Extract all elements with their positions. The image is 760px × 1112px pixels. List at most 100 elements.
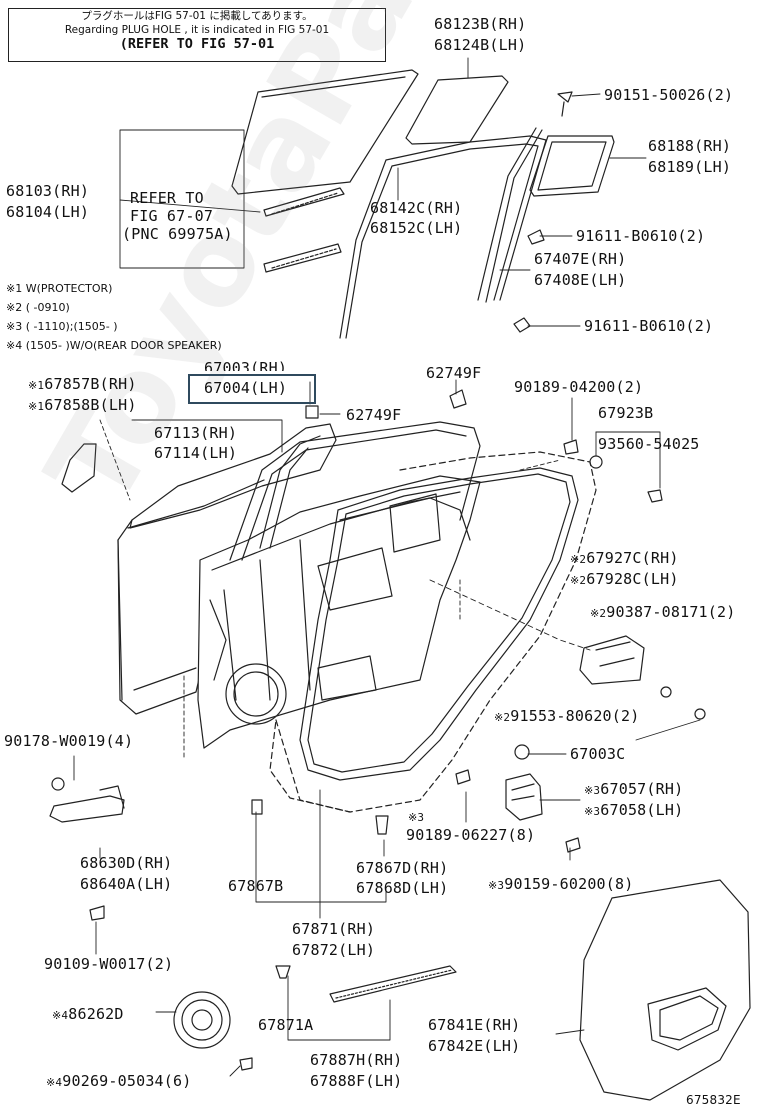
part-label-90387[interactable]: ※290387-08171(2) — [590, 604, 735, 622]
part-label-90178[interactable]: 90178-W0019(4) — [4, 732, 134, 750]
part-label-68152c[interactable]: 68152C(LH) — [370, 219, 463, 237]
part-label-62749f[interactable]: 62749F — [346, 406, 402, 424]
leader-lines-lower — [73, 379, 701, 1077]
part-label-68123b[interactable]: 68123B(RH) — [434, 15, 527, 33]
mark-note-2: ※2 — [570, 553, 587, 566]
reference-fig-link[interactable]: (REFER TO FIG 57-01 — [119, 36, 275, 52]
reference-box: プラグホールはFIG 57-01 に掲載してあります。 Regarding PL… — [8, 8, 386, 62]
part-label-90159[interactable]: ※390159-60200(8) — [488, 876, 633, 894]
part-label-68640a[interactable]: 68640A(LH) — [80, 875, 173, 893]
door-weatherstrip — [299, 467, 579, 781]
part-number: 90269-05034(6) — [62, 1072, 192, 1090]
part-label-67928c[interactable]: ※267928C(LH) — [570, 571, 679, 589]
door-frame — [229, 421, 481, 561]
refer-note-line2[interactable]: FIG 67-07 — [130, 207, 214, 225]
door-hinge — [49, 777, 125, 823]
part-label-90109[interactable]: 90109-W0017(2) — [44, 955, 174, 973]
door-glass — [231, 69, 419, 195]
refer-note-line1: REFER TO — [130, 189, 204, 207]
part-label-67841e[interactable]: 67841E(RH) — [428, 1016, 521, 1034]
part-label-67868d[interactable]: 67868D(LH) — [356, 879, 449, 897]
protector-piece — [61, 443, 97, 493]
part-label-67058[interactable]: ※367058(LH) — [584, 802, 683, 820]
part-label-67057[interactable]: ※367057(RH) — [584, 781, 683, 799]
part-label-67003c[interactable]: 67003C — [570, 745, 626, 763]
footnote-4: ※4 (1505- )W/O(REAR DOOR SPEAKER) — [6, 339, 222, 352]
part-label-67857b[interactable]: ※167857B(RH) — [28, 376, 137, 394]
part-number: 67927C(RH) — [586, 549, 679, 567]
part-label-67872[interactable]: 67872(LH) — [292, 941, 376, 959]
part-number: 67858B(LH) — [44, 396, 137, 414]
part-label-68189[interactable]: 68189(LH) — [648, 158, 732, 176]
part-label-67887h[interactable]: 67887H(RH) — [310, 1051, 403, 1069]
part-label-68188[interactable]: 68188(RH) — [648, 137, 732, 155]
part-label-86262d[interactable]: ※486262D — [52, 1006, 124, 1024]
part-label-67114[interactable]: 67114(LH) — [154, 444, 238, 462]
footnote-1: ※1 W(PROTECTOR) — [6, 282, 113, 295]
part-label-91553[interactable]: ※291553-80620(2) — [494, 708, 639, 726]
part-label-68103[interactable]: 68103(RH) — [6, 182, 90, 200]
quarter-glass — [405, 75, 509, 145]
top-screws — [513, 91, 573, 333]
part-label-67004[interactable]: 67004(LH) — [204, 379, 288, 397]
part-label-68630d[interactable]: 68630D(RH) — [80, 854, 173, 872]
reference-line-en: Regarding PLUG HOLE , it is indicated in… — [64, 24, 330, 36]
part-label-68142c[interactable]: 68142C(RH) — [370, 199, 463, 217]
part-number: 67857B(RH) — [44, 375, 137, 393]
mark-note-3: ※3 — [584, 784, 601, 797]
mark-note-2: ※2 — [590, 607, 607, 620]
mark-note-3: ※3 — [408, 811, 425, 824]
part-label-67923b[interactable]: 67923B — [598, 404, 654, 422]
part-number: 67058(LH) — [600, 801, 684, 819]
door-outer-panel — [117, 423, 337, 715]
part-number: 86262D — [68, 1005, 124, 1023]
part-number: 67057(RH) — [600, 780, 684, 798]
door-inner-panel — [197, 435, 481, 749]
part-number: 90159-60200(8) — [504, 875, 634, 893]
part-label-67003[interactable]: 67003(RH) — [204, 359, 288, 377]
part-label-67408e[interactable]: 67408E(LH) — [534, 271, 627, 289]
part-label-67871[interactable]: 67871(RH) — [292, 920, 376, 938]
mark-note-1: ※1 — [28, 400, 45, 413]
part-label-67871a[interactable]: 67871A — [258, 1016, 314, 1034]
mark-note-1: ※1 — [28, 379, 45, 392]
part-label-67113[interactable]: 67113(RH) — [154, 424, 238, 442]
part-label-67867d[interactable]: 67867D(RH) — [356, 859, 449, 877]
part-label-67842e[interactable]: 67842E(LH) — [428, 1037, 521, 1055]
part-label-67867b[interactable]: 67867B — [228, 877, 284, 895]
part-label-90189-06227[interactable]: 90189-06227(8) — [406, 826, 536, 844]
part-label-67927c[interactable]: ※267927C(RH) — [570, 550, 679, 568]
part-label-68124b[interactable]: 68124B(LH) — [434, 36, 527, 54]
part-number: 91553-80620(2) — [510, 707, 640, 725]
service-hole-cover — [579, 879, 751, 1101]
part-label-91611-upper[interactable]: 91611-B0610(2) — [576, 227, 706, 245]
part-label-91611-lower[interactable]: 91611-B0610(2) — [584, 317, 714, 335]
part-label-62749f-top[interactable]: 62749F — [426, 364, 482, 382]
part-label-90151[interactable]: 90151-50026(2) — [604, 86, 734, 104]
mark-note-2: ※2 — [570, 574, 587, 587]
part-label-67407e[interactable]: 67407E(RH) — [534, 250, 627, 268]
highlight-box — [188, 374, 316, 404]
door-lock — [505, 773, 543, 821]
part-label-93560[interactable]: 93560-54025 — [598, 435, 700, 453]
footnote-3: ※3 ( -1110);(1505- ) — [6, 320, 118, 333]
part-label-67888f[interactable]: 67888F(LH) — [310, 1072, 403, 1090]
figure-number: 675832E — [686, 1093, 741, 1107]
part-label-90269[interactable]: ※490269-05034(6) — [46, 1073, 191, 1091]
mark-note-4: ※4 — [46, 1076, 63, 1089]
mark-note-2: ※2 — [494, 711, 511, 724]
belt-moulding — [329, 965, 457, 1003]
part-label-67858b[interactable]: ※167858B(LH) — [28, 397, 137, 415]
part-label-90189-06227-mark: ※3 — [408, 808, 424, 826]
part-number: 90387-08171(2) — [606, 603, 736, 621]
part-label-68104[interactable]: 68104(LH) — [6, 203, 90, 221]
footnote-2: ※2 ( -0910) — [6, 301, 70, 314]
mark-note-3: ※3 — [584, 805, 601, 818]
part-label-90189-04200[interactable]: 90189-04200(2) — [514, 378, 644, 396]
refer-note-line3: (PNC 69975A) — [122, 225, 233, 243]
mark-note-4: ※4 — [52, 1009, 69, 1022]
part-number: 67928C(LH) — [586, 570, 679, 588]
divider-bar — [477, 127, 543, 303]
